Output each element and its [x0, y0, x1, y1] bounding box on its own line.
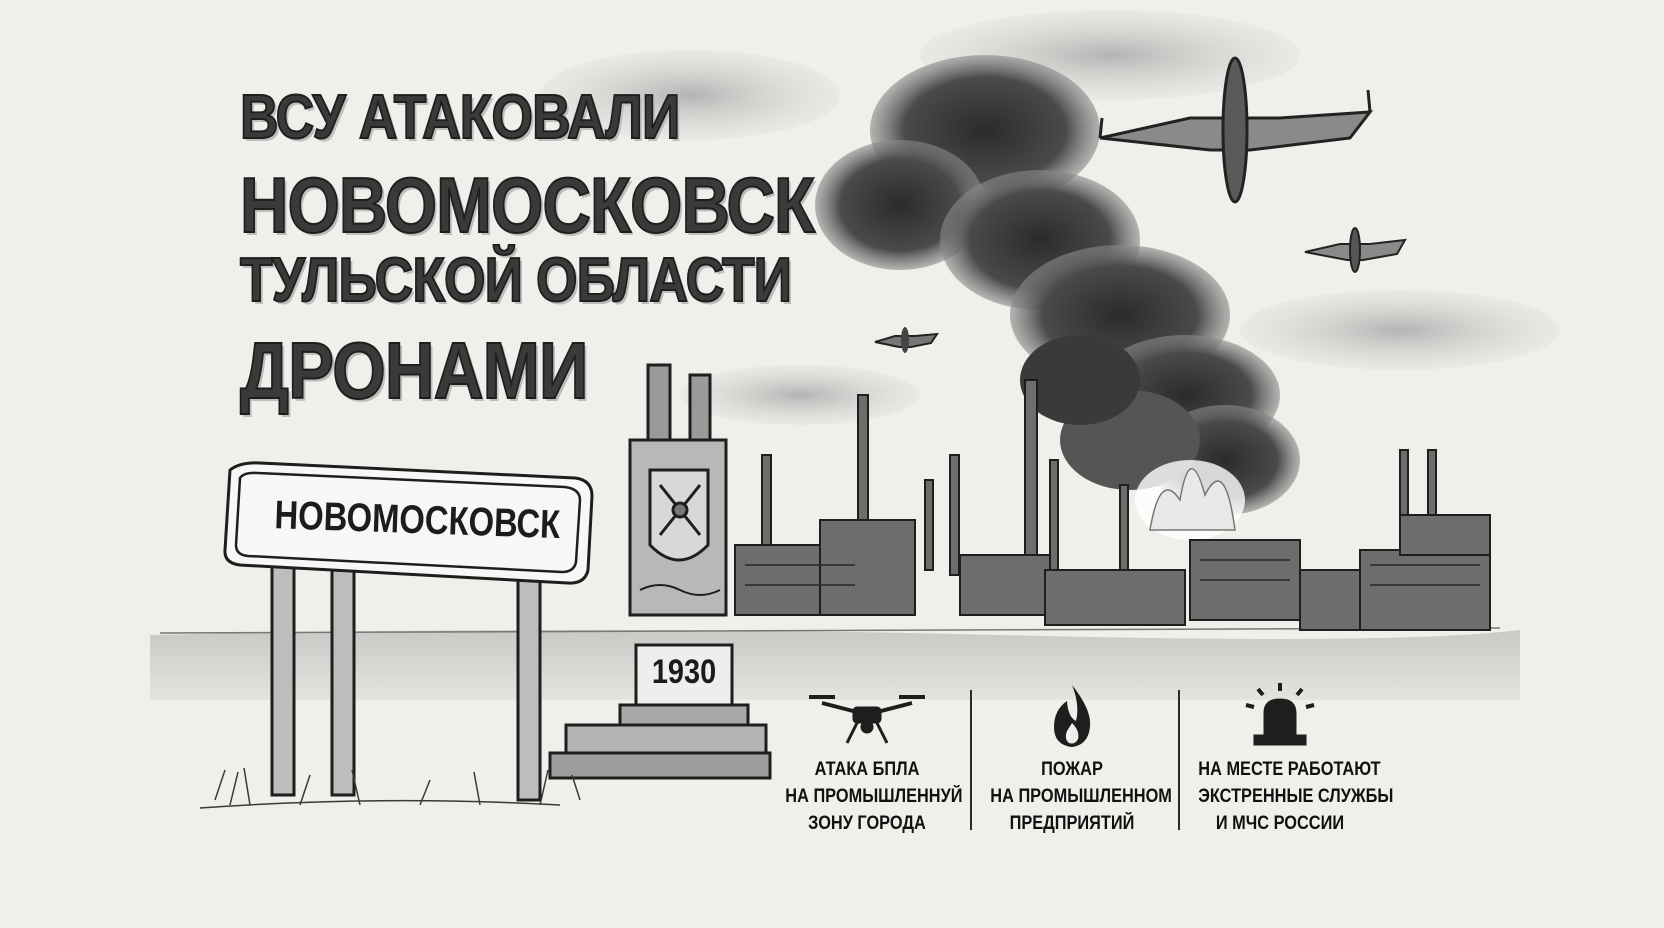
headline-line-4: ДРОНАМИ	[239, 325, 589, 416]
monument-year: 1930	[651, 653, 717, 691]
info-divider	[970, 690, 972, 830]
info-line: ПРЕДПРИЯТИЙ	[1009, 813, 1135, 834]
drone-large	[1098, 56, 1374, 204]
info-label: АТАКА БПЛА НА ПРОМЫШЛЕННУЙ ЗОНУ ГОРОДА	[772, 756, 962, 837]
info-line: НА ПРОМЫШЛЕННУЙ	[785, 786, 963, 807]
sky-clouds	[540, 10, 1560, 425]
info-line: ЭКСТРЕННЫЕ СЛУЖБЫ	[1198, 786, 1394, 807]
info-line: НА ПРОМЫШЛЕННОМ	[990, 786, 1172, 807]
info-divider	[1178, 690, 1180, 830]
fire	[1135, 460, 1245, 540]
info-line: И МЧС РОССИИ	[1215, 813, 1345, 834]
headline-line-1: ВСУ АТАКОВАЛИ	[239, 82, 681, 153]
monument	[548, 363, 772, 780]
headline-line-3: ТУЛЬСКОЙ ОБЛАСТИ	[239, 245, 793, 316]
info-label: ПОЖАР НА ПРОМЫШЛЕННОМ ПРЕДПРИЯТИЙ	[977, 756, 1172, 837]
info-line: НА МЕСТЕ РАБОТАЮТ	[1198, 759, 1381, 780]
city-sign-label: НОВОМОСКОВСК	[273, 493, 561, 548]
quadcopter-drone-icon	[809, 695, 925, 744]
horizon-line	[159, 627, 1501, 634]
city-sign	[223, 461, 594, 802]
grass	[199, 767, 581, 809]
info-line: ПОЖАР	[1041, 759, 1103, 780]
headline-line-2: НОВОМОСКОВСК	[239, 160, 816, 250]
flame-icon	[1054, 685, 1091, 747]
factory-windows	[745, 559, 1480, 586]
ground	[150, 630, 1520, 700]
factory-skyline	[734, 379, 1491, 631]
emergency-siren-icon	[1245, 683, 1315, 746]
info-line: АТАКА БПЛА	[814, 759, 920, 780]
drone-medium	[1304, 227, 1407, 273]
info-line: ЗОНУ ГОРОДА	[808, 813, 926, 834]
info-label: НА МЕСТЕ РАБОТАЮТ ЭКСТРЕННЫЕ СЛУЖБЫ И МЧ…	[1185, 756, 1394, 837]
drone-small	[874, 327, 939, 353]
smoke-plume	[815, 55, 1300, 515]
